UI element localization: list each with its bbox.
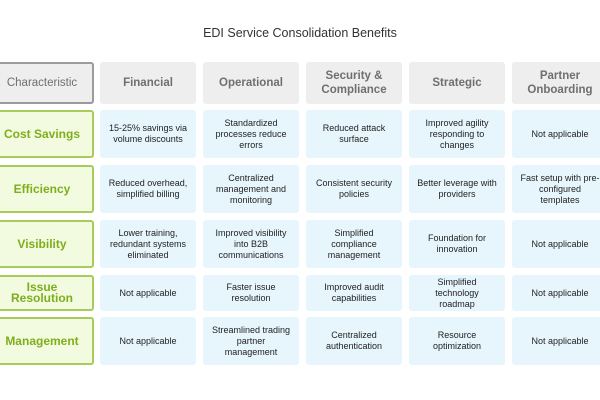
header-partner-onboarding: Partner Onboarding [512, 62, 600, 104]
cell: Not applicable [512, 220, 600, 268]
cell: Standardized processes reduce errors [203, 110, 299, 158]
header-strategic: Strategic [409, 62, 505, 104]
row-label-cost-savings: Cost Savings [0, 110, 94, 158]
cell: Not applicable [512, 110, 600, 158]
cell: Improved audit capabilities [306, 275, 402, 311]
cell: Lower training, redundant systems elimin… [100, 220, 196, 268]
cell: Reduced attack surface [306, 110, 402, 158]
row-label-efficiency: Efficiency [0, 165, 94, 213]
row-label-visibility: Visibility [0, 220, 94, 268]
cell: Better leverage with providers [409, 165, 505, 213]
header-security-compliance: Security & Compliance [306, 62, 402, 104]
header-characteristic: Characteristic [0, 62, 94, 104]
cell: Not applicable [100, 275, 196, 311]
cell: Foundation for innovation [409, 220, 505, 268]
cell: Centralized authentication [306, 317, 402, 365]
cell: Simplified compliance management [306, 220, 402, 268]
row-label-management: Management [0, 317, 94, 365]
cell: Not applicable [100, 317, 196, 365]
cell: Fast setup with pre-configured templates [512, 165, 600, 213]
cell: Improved visibility into B2B communicati… [203, 220, 299, 268]
cell: Faster issue resolution [203, 275, 299, 311]
cell: Resource optimization [409, 317, 505, 365]
cell: Not applicable [512, 275, 600, 311]
cell: Improved agility responding to changes [409, 110, 505, 158]
header-operational: Operational [203, 62, 299, 104]
cell: Centralized management and monitoring [203, 165, 299, 213]
cell: Streamlined trading partner management [203, 317, 299, 365]
cell: Not applicable [512, 317, 600, 365]
header-financial: Financial [100, 62, 196, 104]
cell: Reduced overhead, simplified billing [100, 165, 196, 213]
cell: Simplified technology roadmap [409, 275, 505, 311]
row-label-issue-resolution: Issue Resolution [0, 275, 94, 311]
cell: Consistent security policies [306, 165, 402, 213]
cell: 15-25% savings via volume discounts [100, 110, 196, 158]
page-title: EDI Service Consolidation Benefits [203, 26, 397, 40]
